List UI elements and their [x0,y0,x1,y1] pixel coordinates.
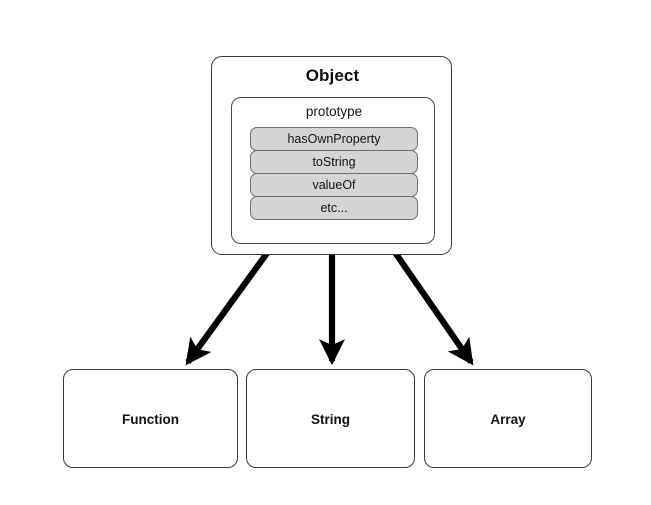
arrow-to-function [185,236,281,366]
object-node[interactable]: Object prototype hasOwnProperty toString… [211,56,452,255]
leaf-node-function-label: Function [122,412,179,427]
prototype-node[interactable]: prototype hasOwnProperty toString valueO… [231,97,435,244]
prototype-member-etc[interactable]: etc... [250,196,418,220]
prototype-title: prototype [305,104,363,119]
leaf-node-array[interactable]: Array [424,369,592,468]
leaf-node-string[interactable]: String [246,369,415,468]
object-title: Object [305,66,360,85]
arrow-to-array [382,236,474,366]
prototype-member-list: hasOwnProperty toString valueOf etc... [250,127,418,220]
prototype-member-hasownproperty[interactable]: hasOwnProperty [250,127,418,151]
leaf-node-function[interactable]: Function [63,369,238,468]
leaf-node-string-label: String [311,412,350,427]
prototype-member-tostring[interactable]: toString [250,150,418,174]
leaf-node-array-label: Array [490,412,526,427]
prototype-member-valueof[interactable]: valueOf [250,173,418,197]
